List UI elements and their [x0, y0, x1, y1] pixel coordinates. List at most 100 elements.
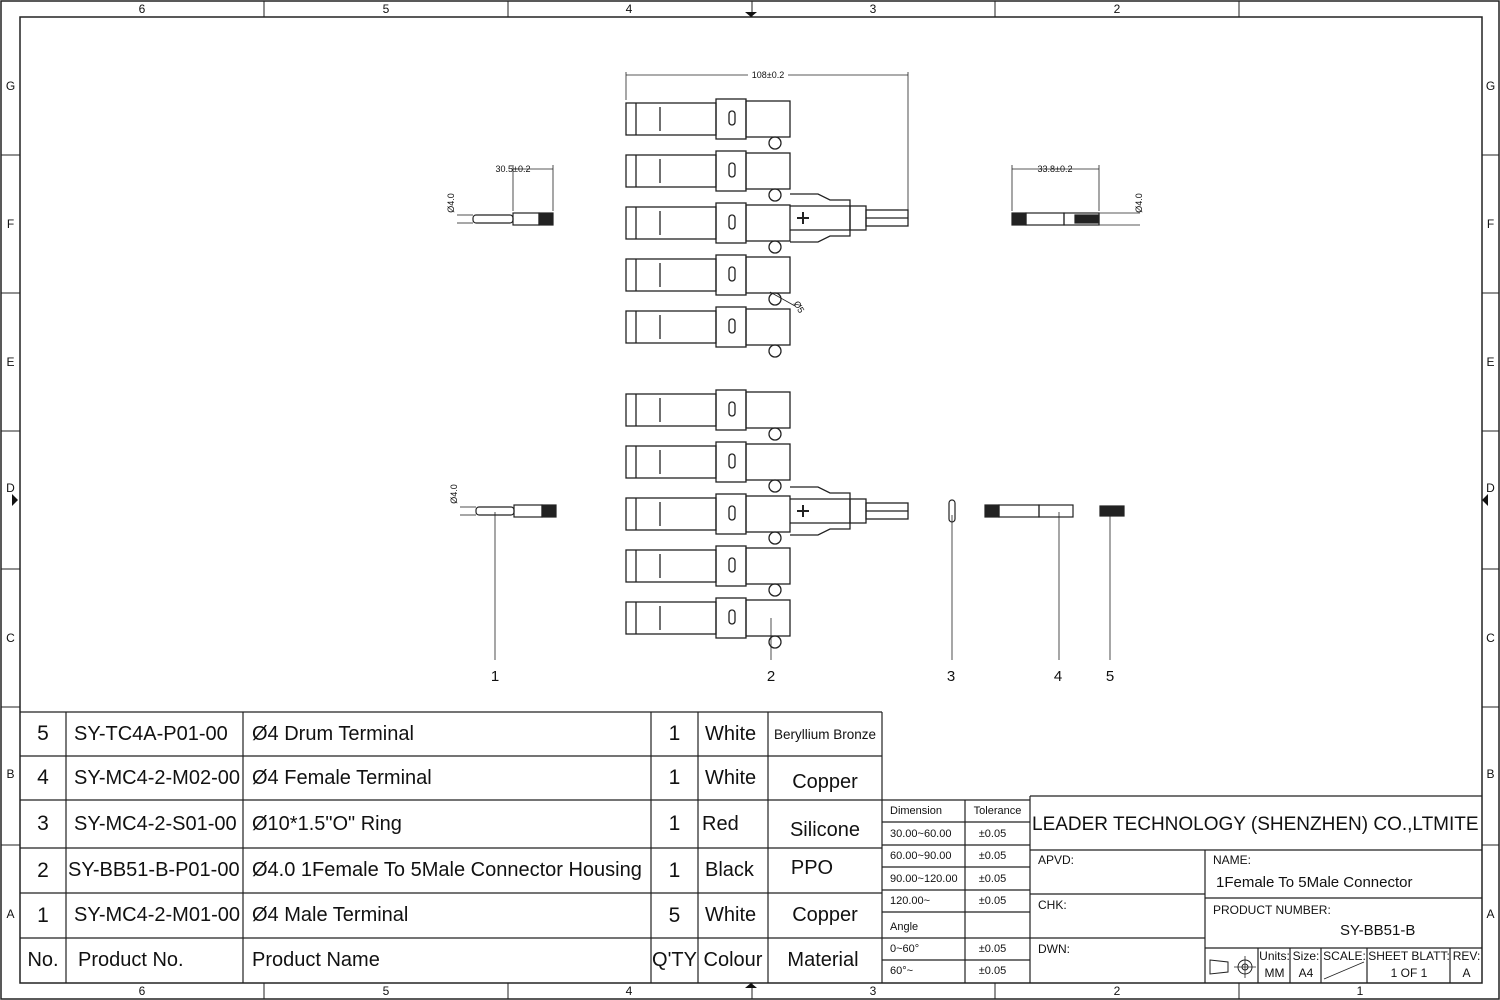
- bom-qty: 1: [668, 766, 681, 789]
- balloon-4: 4: [1053, 667, 1063, 685]
- bom-header-qty: Q'TY: [652, 949, 697, 971]
- o-ring: [948, 499, 956, 660]
- name-label: NAME:: [1213, 853, 1252, 867]
- tolerance-angle-range: 60°~: [890, 965, 914, 977]
- row-label: G: [1485, 79, 1496, 93]
- company-name: LEADER TECHNOLOGY (SHENZHEN) CO.,LTMITED: [1032, 814, 1480, 835]
- sheet-label: SHEET BLATT:: [1368, 949, 1450, 963]
- revision-value: A: [1462, 966, 1471, 980]
- bom-product-name: Ø4 Female Terminal: [252, 766, 432, 789]
- bom-header-part-number: Product No.: [78, 949, 184, 971]
- product-number: SY-BB51-B: [1340, 921, 1416, 939]
- bom-no: 4: [37, 766, 49, 789]
- drawing-name: 1Female To 5Male Connector: [1216, 873, 1413, 891]
- tolerance-range: 30.00~60.00: [890, 827, 952, 840]
- col-label: 4: [625, 2, 633, 16]
- projection-symbol-icon: [1207, 952, 1257, 980]
- dimension-diameter-bottom: Ø4.0: [449, 484, 459, 504]
- bom-header-no: No.: [27, 949, 59, 971]
- bottom-connector-view: [625, 389, 909, 649]
- balloon-2: 2: [766, 667, 776, 685]
- tolerance-angle-value: ±0.05: [978, 943, 1007, 955]
- tolerance-value: ±0.05: [978, 827, 1007, 840]
- balloon-3: 3: [946, 667, 956, 685]
- bom-material: Silicone: [789, 818, 861, 841]
- bom-header-product-name: Product Name: [252, 949, 380, 971]
- col-label: 3: [869, 984, 877, 998]
- bom-colour: Red: [702, 812, 739, 835]
- tables-grid: [20, 711, 1482, 983]
- col-label: 4: [625, 984, 633, 998]
- balloon-5: 5: [1105, 667, 1115, 685]
- tolerance-angle-label: Angle: [890, 921, 919, 933]
- bom-colour: Black: [705, 859, 754, 881]
- female-terminal-top: [1011, 165, 1140, 226]
- row-label: F: [6, 217, 15, 231]
- size-value: A4: [1298, 966, 1314, 980]
- units-label: Units:: [1259, 949, 1290, 963]
- row-label: A: [6, 907, 15, 921]
- tolerance-header-dimension: Dimension: [890, 805, 942, 817]
- row-label: E: [1486, 355, 1495, 369]
- bom-header-material: Material: [787, 949, 859, 971]
- col-label: 6: [138, 2, 146, 16]
- tolerance-value: ±0.05: [978, 872, 1007, 885]
- col-label: 5: [382, 2, 390, 16]
- bom-material: PPO: [790, 857, 834, 879]
- row-label: E: [6, 355, 15, 369]
- tolerance-range: 60.00~90.00: [890, 850, 952, 862]
- row-label: D: [6, 481, 15, 495]
- bom-product-name: Ø4 Drum Terminal: [252, 722, 414, 745]
- row-label: G: [5, 79, 16, 93]
- bom-part-number: SY-TC4A-P01-00: [74, 722, 228, 745]
- bom-material: Copper: [792, 904, 858, 926]
- checked-label: CHK:: [1038, 898, 1067, 912]
- bom-part-number: SY-BB51-B-P01-00: [68, 859, 240, 881]
- bom-qty: 1: [668, 722, 681, 745]
- dimension-female-terminal: 33.8±0.2: [1037, 164, 1073, 174]
- dimension-diameter-top-right: Ø4.0: [1134, 193, 1144, 213]
- bom-product-name: Ø10*1.5"O" Ring: [252, 812, 402, 835]
- tolerance-angle-range: 0~60°: [890, 943, 920, 955]
- product-number-label: PRODUCT NUMBER:: [1213, 903, 1331, 917]
- units-value: MM: [1264, 966, 1285, 980]
- bom-part-number: SY-MC4-2-M02-00: [74, 766, 240, 789]
- bom-colour: White: [705, 904, 757, 926]
- dimension-overall-length: 108±0.2: [748, 68, 788, 82]
- male-terminal-bottom: [460, 504, 557, 660]
- row-label: B: [6, 767, 15, 781]
- bom-part-number: SY-MC4-2-M01-00: [74, 904, 240, 926]
- bom-colour: White: [705, 722, 757, 745]
- tolerance-header-tolerance: Tolerance: [973, 805, 1022, 817]
- bom-material: Beryllium Bronze: [773, 726, 877, 742]
- bom-product-name: Ø4.0 1Female To 5Male Connector Housing: [252, 859, 642, 881]
- scale-label: SCALE:: [1323, 949, 1366, 963]
- bom-header-colour: Colour: [703, 949, 763, 971]
- size-label: Size:: [1292, 949, 1320, 963]
- revision-label: REV:: [1452, 949, 1481, 963]
- bom-no: 1: [37, 903, 49, 927]
- dimension-diameter-top-left: Ø4.0: [446, 193, 456, 213]
- bom-no: 3: [37, 812, 49, 835]
- col-label: 2: [1113, 984, 1121, 998]
- bom-qty: 1: [668, 858, 681, 882]
- row-label: C: [6, 631, 15, 645]
- row-label: A: [1486, 907, 1495, 921]
- tolerance-value: ±0.05: [978, 850, 1007, 862]
- bom-qty: 5: [668, 903, 681, 927]
- bom-no: 2: [37, 858, 49, 882]
- bom-material: Copper: [792, 770, 858, 793]
- col-label: 3: [869, 2, 877, 16]
- bom-product-name: Ø4 Male Terminal: [252, 904, 409, 926]
- female-terminal-bottom: [984, 504, 1074, 660]
- top-connector-view: [625, 72, 909, 358]
- bom-part-number: SY-MC4-2-S01-00: [74, 812, 237, 835]
- drum-terminal: [1099, 505, 1125, 660]
- balloon-1: 1: [490, 667, 500, 685]
- col-label: 6: [138, 984, 146, 998]
- sheet-value: 1 OF 1: [1390, 966, 1428, 980]
- bom-qty: 1: [668, 812, 681, 835]
- row-label: D: [1486, 481, 1495, 495]
- approved-label: APVD:: [1038, 853, 1075, 867]
